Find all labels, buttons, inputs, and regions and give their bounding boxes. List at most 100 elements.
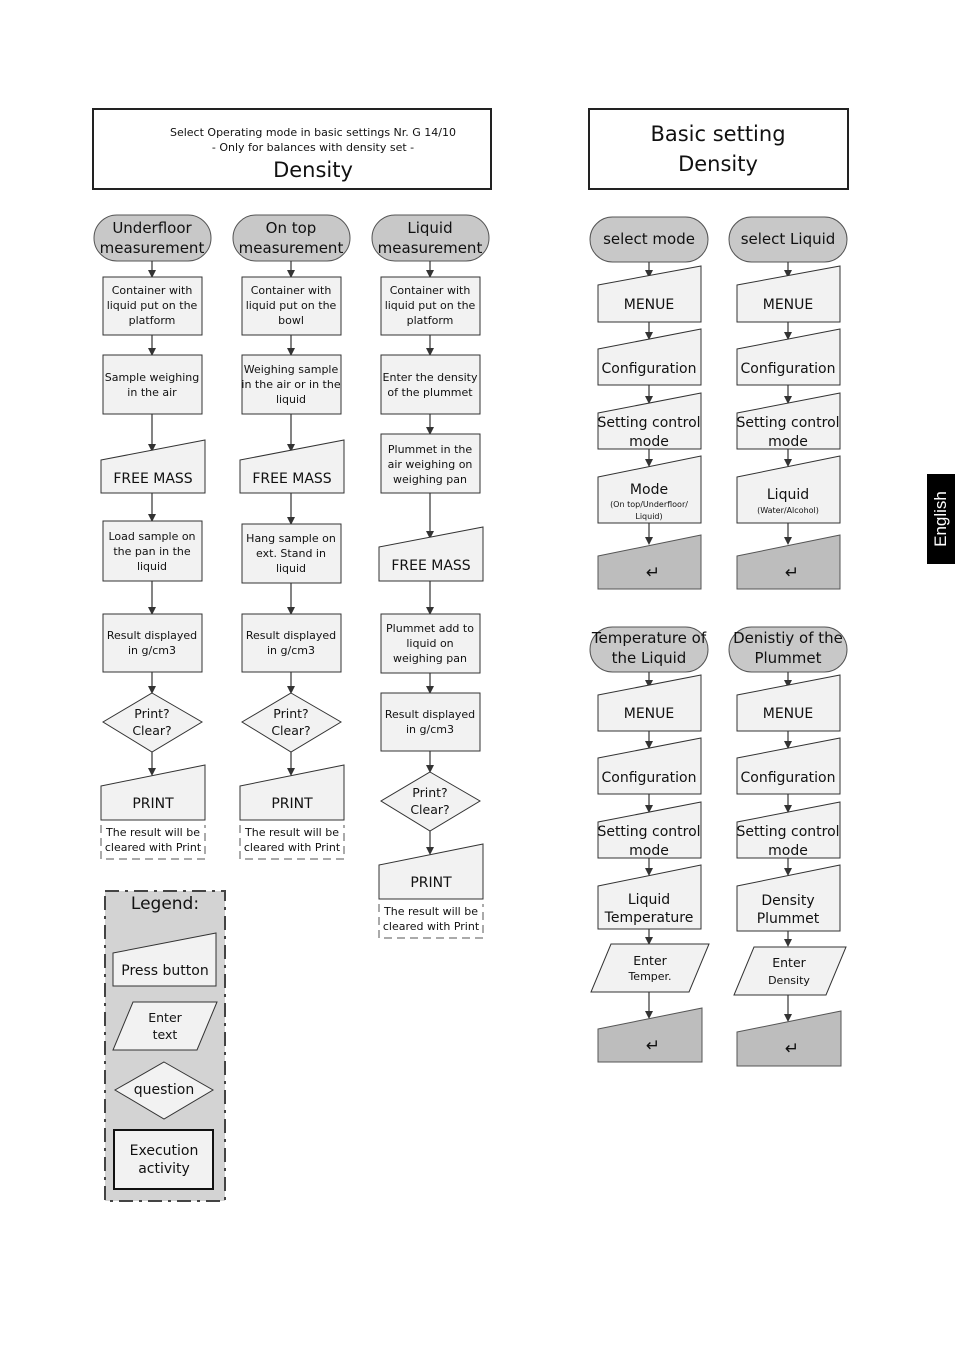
c3-step3-l3: weighing pan — [393, 473, 467, 486]
legend-press-label: Press button — [121, 963, 208, 979]
column-plummet: Denistiy of the Plummet MENUE Configurat… — [728, 626, 848, 1067]
c3-step1-l2: liquid put on the — [385, 299, 476, 312]
header-right-box: Basic setting Density — [588, 108, 849, 190]
c2-step1-l1: Container with — [251, 284, 332, 297]
c3-step5-l2: liquid on — [406, 637, 453, 650]
start-select-liquid-label: select Liquid — [741, 230, 836, 248]
c2-step1-l3: bowl — [278, 314, 304, 327]
header-left-box: Select Operating mode in basic settings … — [92, 108, 492, 190]
c3-step5-l3: weighing pan — [393, 652, 467, 665]
c3-note-l1: The result will be — [383, 905, 478, 918]
rc3-lt-l2: Temperature — [604, 910, 694, 926]
c3-step1-l1: Container with — [390, 284, 471, 297]
rc3-in-l2: Temper. — [627, 970, 671, 983]
rc1-enter-button — [597, 534, 702, 590]
legend-enter-l2: text — [153, 1027, 178, 1042]
c1-step2-l1: Sample weighing — [105, 371, 200, 384]
rc3-enter-button — [597, 1007, 703, 1063]
rc4-enter-button — [736, 1010, 842, 1067]
rc4-in-l1: Enter — [772, 955, 806, 970]
c1-step4-l2: the pan in the — [113, 545, 191, 558]
rc3-menue: MENUE — [624, 706, 675, 722]
c1-free-mass-label: FREE MASS — [113, 471, 192, 487]
c1-print-label: PRINT — [132, 796, 174, 812]
c1-step1-l2: liquid put on the — [107, 299, 198, 312]
c2-step4-l2: ext. Stand in — [256, 547, 326, 560]
rc2-enter-icon: ↵ — [785, 563, 799, 583]
column-liquid: Liquid measurement Container with liquid… — [371, 214, 490, 939]
start-underfloor-l1: Underfloor — [112, 219, 192, 237]
c3-step2-l2: of the plummet — [387, 386, 473, 399]
c2-print-button — [239, 764, 345, 821]
c1-print-button — [100, 764, 206, 821]
legend-question-label: question — [134, 1082, 194, 1098]
c1-result-l1: Result displayed — [107, 629, 197, 642]
header-right-line2: Density — [678, 152, 758, 176]
legend-enter-shape — [112, 1001, 218, 1051]
rc3-setting-l1: Setting control — [597, 824, 700, 840]
c1-note-l1: The result will be — [105, 826, 200, 839]
c2-result-l2: in g/cm3 — [267, 644, 315, 657]
legend-exec-l2: activity — [138, 1161, 190, 1177]
rc2-liquid-sub: (Water/Alcohol) — [757, 506, 819, 515]
rc2-config: Configuration — [741, 361, 836, 377]
c1-note-l2: cleared with Print — [105, 841, 202, 854]
c2-step4-l3: liquid — [276, 562, 306, 575]
c2-step1-l2: liquid put on the — [246, 299, 337, 312]
rc3-in-l1: Enter — [633, 953, 667, 968]
rc1-mode-sub-l1: (On top/Underfloor/ — [610, 500, 688, 509]
rc1-setting-l1: Setting control — [597, 415, 700, 431]
rc2-setting-l2: mode — [768, 434, 808, 450]
rc4-dp-l2: Plummet — [757, 911, 820, 927]
c1-step2-l2: in the air — [127, 386, 177, 399]
c2-step2-l1: Weighing sample — [244, 363, 339, 376]
c2-free-mass-button — [239, 439, 345, 494]
c2-step2-l2: in the air or in the — [241, 378, 340, 391]
header-right-line1: Basic setting — [650, 122, 785, 146]
legend-exec-l1: Execution — [130, 1143, 199, 1159]
c2-step2-l3: liquid — [276, 393, 306, 406]
column-select-mode: select mode MENUE Configuration Setting … — [589, 216, 709, 590]
rc1-config: Configuration — [602, 361, 697, 377]
c3-q-l1: Print? — [412, 785, 447, 800]
rc2-menue: MENUE — [763, 297, 814, 313]
start-plummet-l2: Plummet — [754, 649, 821, 667]
c3-result-l1: Result displayed — [385, 708, 475, 721]
rc3-lt-l1: Liquid — [628, 892, 670, 908]
rc4-config: Configuration — [741, 770, 836, 786]
c2-q-l2: Clear? — [271, 723, 310, 738]
legend-title: Legend: — [131, 894, 199, 914]
c1-q-l1: Print? — [134, 706, 169, 721]
start-liquid-l1: Liquid — [407, 219, 452, 237]
start-on-top-l2: measurement — [239, 239, 344, 257]
c3-step2-l1: Enter the density — [383, 371, 478, 384]
rc2-liquid: Liquid — [767, 487, 809, 503]
rc4-in-l2: Density — [768, 974, 810, 987]
legend-enter-l1: Enter — [148, 1010, 182, 1025]
column-temperature: Temperature of the Liquid MENUE Configur… — [589, 626, 710, 1063]
c3-free-mass-button — [378, 526, 484, 582]
c3-step3-l1: Plummet in the — [388, 443, 472, 456]
rc1-enter-icon: ↵ — [646, 563, 660, 583]
c1-free-mass-button — [100, 439, 206, 494]
rc3-enter-icon: ↵ — [646, 1036, 660, 1056]
c2-q-l1: Print? — [273, 706, 308, 721]
c1-q-l2: Clear? — [132, 723, 171, 738]
language-tab-label: English — [931, 491, 950, 547]
c2-print-label: PRINT — [271, 796, 313, 812]
rc4-enter-icon: ↵ — [785, 1039, 799, 1059]
column-underfloor: Underfloor measurement Container with li… — [93, 214, 212, 860]
c1-step1-l3: platform — [129, 314, 176, 327]
start-temperature-l1: Temperature of — [591, 629, 707, 647]
language-tab: English — [927, 474, 955, 564]
c3-note-l2: cleared with Print — [383, 920, 480, 933]
header-left-title: Density — [273, 158, 353, 182]
start-temperature-l2: the Liquid — [612, 649, 687, 667]
column-on-top: On top measurement Container with liquid… — [232, 214, 351, 860]
c3-step3-l2: air weighing on — [388, 458, 473, 471]
rc4-dp-l1: Density — [761, 893, 814, 909]
rc3-config: Configuration — [602, 770, 697, 786]
c1-step4-l3: liquid — [137, 560, 167, 573]
c3-step5-l1: Plummet add to — [386, 622, 474, 635]
